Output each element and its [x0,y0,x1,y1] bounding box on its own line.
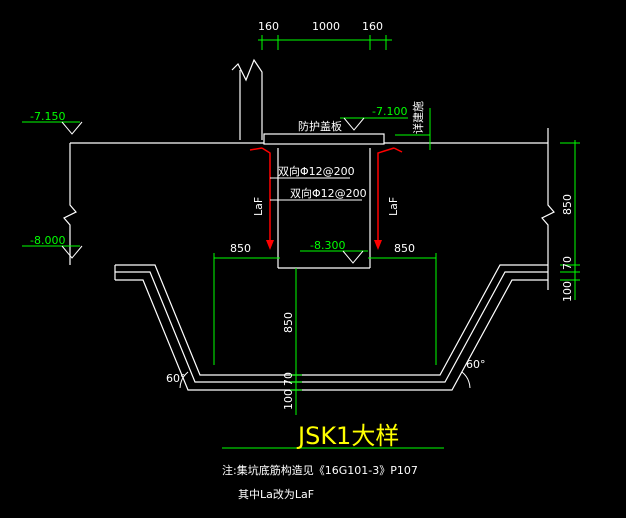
rebar-arrows [266,240,382,250]
waterproof-label: 详建施 [411,101,425,134]
elevation-markers [61,117,365,264]
elevation-left-low: -8.000 [30,234,65,247]
depth-850: 850 [282,312,295,333]
elevation-left-top: -7.150 [30,110,65,123]
structure-lines [63,58,555,391]
rebar-label-1: 双向Φ12@200 [278,164,355,178]
drawing-title: JSK1大样 [296,422,399,450]
dimension-lines [22,35,580,449]
rebar-label-lines [270,177,362,201]
rebar-lines [249,147,403,243]
top-dim-right: 160 [362,20,383,33]
depth-70: 70 [282,372,295,386]
right-100: 100 [561,281,574,302]
top-dim-middle: 1000 [312,20,340,33]
right-850: 850 [561,194,574,215]
laf-right-label: LaF [387,197,400,216]
width-850-left: 850 [230,242,251,255]
angle-left-label: 60° [166,372,186,385]
note-line-1: 注:集坑底筋构造见《16G101-3》P107 [222,463,418,477]
top-dim-left: 160 [258,20,279,33]
depth-100: 100 [282,389,295,410]
protect-slab-label: 防护盖板 [298,119,342,133]
right-70: 70 [561,256,574,270]
angle-right-label: 60° [466,358,486,371]
note-line-2: 其中La改为LaF [238,487,314,501]
rebar-label-2: 双向Φ12@200 [290,186,367,200]
laf-left-label: LaF [252,197,265,216]
width-850-right: 850 [394,242,415,255]
elevation-pit-bottom: -8.300 [310,239,345,252]
elevation-center-top: -7.100 [372,105,407,118]
angle-arcs [179,371,471,389]
